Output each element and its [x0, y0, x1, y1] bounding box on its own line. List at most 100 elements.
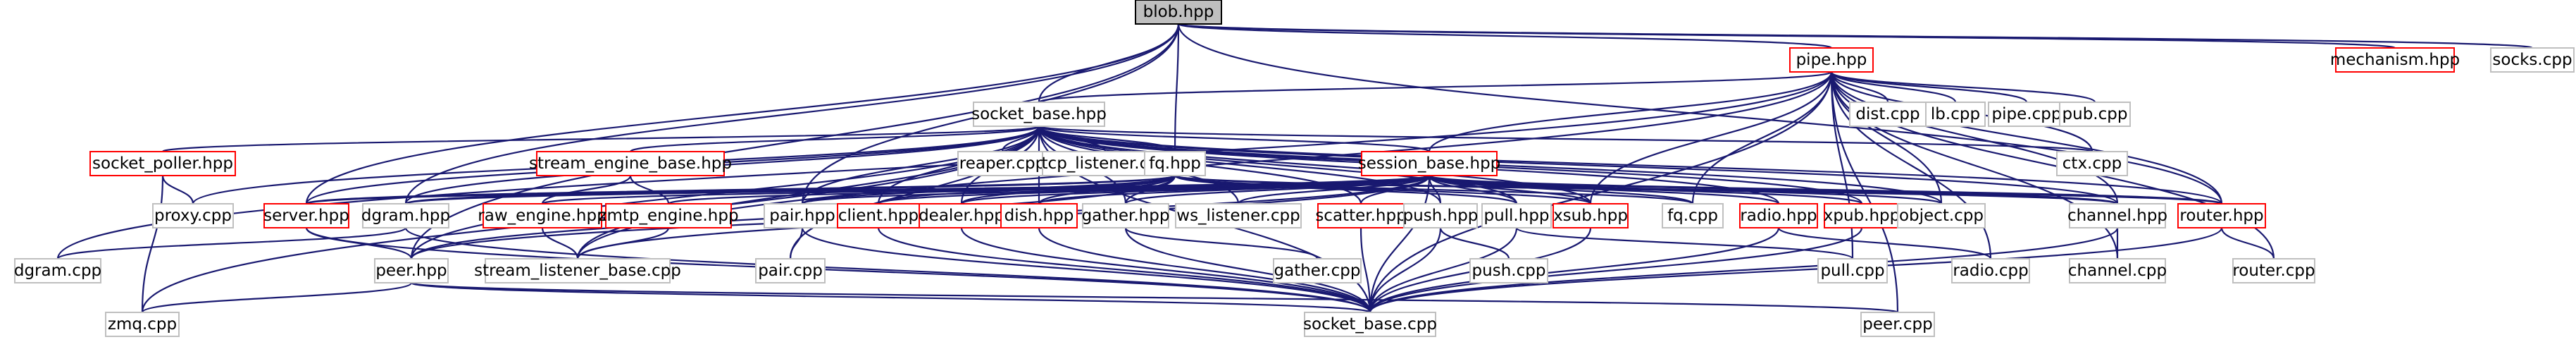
edge-pipe_hpp-to-channel_hpp [1827, 65, 2119, 204]
node-radio-hpp[interactable]: radio.hpp [1739, 203, 1818, 228]
edge-session_base_hpp-to-socket_base_cpp [1369, 169, 1433, 313]
node-channel-hpp[interactable]: channel.hpp [2067, 203, 2167, 228]
node-stream-engine-base-hpp[interactable]: stream_engine_base.hpp [529, 151, 732, 176]
node-fq-cpp[interactable]: fq.cpp [1662, 203, 1724, 228]
node-box [89, 151, 236, 176]
edge-pipe_hpp-to-pub_cpp [1827, 65, 2096, 104]
node-gather-hpp[interactable]: gather.hpp [1082, 203, 1170, 228]
node-zmtp-engine-hpp[interactable]: zmtp_engine.hpp [598, 203, 739, 228]
node-radio-cpp[interactable]: radio.cpp [1951, 258, 2030, 283]
node-label: zmq.cpp [108, 315, 177, 334]
node-raw-engine-hpp[interactable]: raw_engine.hpp [478, 203, 607, 228]
node-dgram-cpp[interactable]: dgram.cpp [14, 258, 101, 283]
node-label: pull.hpp [1483, 207, 1549, 225]
edge-session_base_hpp-to-ws_listener_cpp [1237, 169, 1433, 205]
node-push-cpp[interactable]: push.cpp [1469, 258, 1548, 283]
node-box [1849, 102, 1927, 127]
edge-session_base_hpp-to-pull_hpp [1425, 169, 1518, 204]
node-zmq-cpp[interactable]: zmq.cpp [105, 312, 180, 337]
node-label: pipe.hpp [1796, 51, 1867, 69]
node-box [2177, 203, 2266, 228]
node-label: dist.cpp [1855, 105, 1919, 123]
edge-session_base_hpp-to-xsub_hpp [1425, 169, 1592, 204]
edge-radio_hpp-to-radio_cpp [1774, 221, 1992, 259]
node-label: lb.cpp [1931, 105, 1980, 123]
edge-pipe_hpp-to-socket_base_hpp [1038, 65, 1836, 104]
node-peer-hpp[interactable]: peer.hpp [374, 258, 449, 283]
node-server-hpp[interactable]: server.hpp [263, 203, 349, 228]
node-box [1789, 47, 1874, 73]
node-pull-hpp[interactable]: pull.hpp [1481, 203, 1552, 228]
node-label: blob.hpp [1143, 3, 1214, 21]
node-ws-listener-cpp[interactable]: ws_listener.cpp [1175, 203, 1302, 228]
node-router-cpp[interactable]: router.cpp [2232, 258, 2315, 283]
node-label: gather.cpp [1274, 262, 1361, 280]
node-label: session_base.hpp [1358, 154, 1501, 173]
node-socks-cpp[interactable]: socks.cpp [2490, 47, 2575, 73]
edge-radio_hpp-to-socket_base_cpp [1369, 221, 1783, 313]
node-socket-poller-hpp[interactable]: socket_poller.hpp [89, 151, 236, 176]
node-lb-cpp[interactable]: lb.cpp [1925, 102, 1986, 127]
node-box [2056, 151, 2128, 176]
node-xpub-hpp[interactable]: xpub.hpp [1824, 203, 1900, 228]
node-box [1000, 203, 1078, 228]
node-reaper-cpp[interactable]: reaper.cpp [957, 151, 1047, 176]
node-dgram-hpp[interactable]: dgram.hpp [361, 203, 450, 228]
node-channel-cpp[interactable]: channel.cpp [2068, 258, 2167, 283]
nodes-layer: blob.hpp pipe.hpp mechanism.hpp socks.cpp so… [14, 0, 2575, 337]
node-pipe-cpp[interactable]: pipe.cpp [1988, 102, 2065, 127]
node-label: radio.cpp [1953, 262, 2028, 280]
node-stream-listener-base-cpp[interactable]: stream_listener_base.cpp [474, 258, 681, 283]
node-socket-base-cpp[interactable]: socket_base.cpp [1303, 312, 1437, 337]
node-client-hpp[interactable]: client.hpp [837, 203, 920, 228]
node-fq-hpp[interactable]: fq.hpp [1144, 151, 1206, 176]
node-pull-cpp[interactable]: pull.cpp [1817, 258, 1888, 283]
node-dist-cpp[interactable]: dist.cpp [1849, 102, 1927, 127]
node-proxy-cpp[interactable]: proxy.cpp [152, 203, 234, 228]
node-gather-cpp[interactable]: gather.cpp [1273, 258, 1362, 283]
edge-session_base_hpp-to-router_hpp [1425, 169, 2223, 205]
edge-pipe_hpp-to-router_cpp [1827, 65, 2275, 259]
node-box [973, 102, 1105, 127]
node-session-base-hpp[interactable]: session_base.hpp [1358, 151, 1501, 176]
node-label: pull.cpp [1820, 262, 1884, 280]
node-box [1175, 203, 1302, 228]
node-box [483, 203, 602, 228]
node-label: client.hpp [838, 207, 919, 225]
node-mechanism-hpp[interactable]: mechanism.hpp [2330, 47, 2460, 73]
node-scatter-hpp[interactable]: scatter.hpp [1315, 203, 1407, 228]
node-socket-base-hpp[interactable]: socket_base.hpp [971, 102, 1107, 127]
edge-blob_hpp-to-pipe_hpp [1174, 17, 1833, 49]
node-box [1553, 203, 1629, 228]
node-dealer-hpp[interactable]: dealer.hpp [919, 203, 1004, 228]
node-pipe-hpp[interactable]: pipe.hpp [1789, 47, 1874, 73]
node-box [536, 151, 725, 176]
node-router-hpp[interactable]: router.hpp [2177, 203, 2266, 228]
edge-router_hpp-to-socket_base_cpp [1369, 221, 2226, 313]
edge-socket_base_hpp-to-socket_poller_hpp [161, 119, 1043, 153]
node-box [2069, 203, 2166, 228]
edge-stream_engine_base_hpp-to-zmtp_engine_hpp [626, 169, 670, 204]
node-box [1662, 203, 1724, 228]
node-box [1082, 203, 1169, 228]
node-object-cpp[interactable]: object.cpp [1897, 203, 1986, 228]
edge-session_base_hpp-to-gather_hpp [1124, 169, 1433, 205]
node-label: socks.cpp [2492, 51, 2572, 69]
node-peer-cpp[interactable]: peer.cpp [1860, 312, 1935, 337]
node-pair-hpp[interactable]: pair.hpp [764, 203, 841, 228]
node-push-hpp[interactable]: push.hpp [1403, 203, 1479, 228]
node-xsub-hpp[interactable]: xsub.hpp [1553, 203, 1629, 228]
edge-socket_base_hpp-to-router_hpp [1035, 119, 2223, 204]
node-label: xpub.hpp [1824, 207, 1900, 225]
node-dish-hpp[interactable]: dish.hpp [1000, 203, 1078, 228]
node-pair-cpp[interactable]: pair.cpp [755, 258, 826, 283]
node-box [1481, 203, 1552, 228]
edge-pair_hpp-to-pair_cpp [789, 221, 807, 259]
node-box [2335, 47, 2455, 73]
edge-peer_hpp-to-zmq_cpp [141, 276, 416, 314]
node-label: stream_engine_base.hpp [529, 154, 732, 173]
edge-push_hpp-to-push_cpp [1436, 221, 1510, 259]
node-pub-cpp[interactable]: pub.cpp [2059, 102, 2131, 127]
node-ctx-cpp[interactable]: ctx.cpp [2056, 151, 2128, 176]
